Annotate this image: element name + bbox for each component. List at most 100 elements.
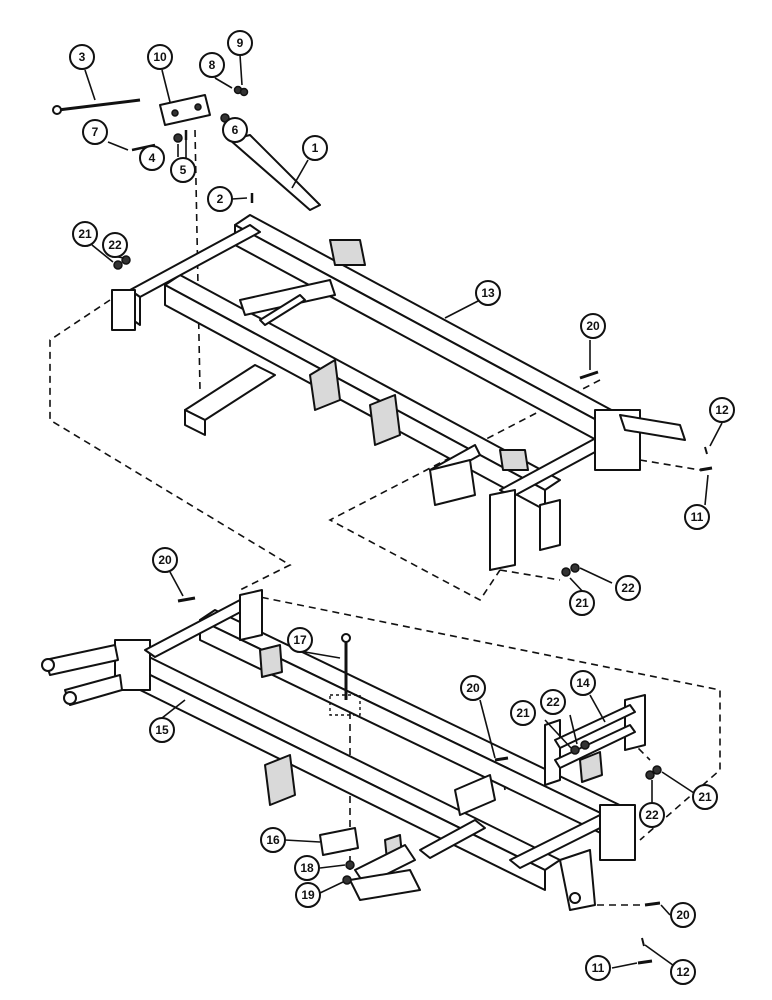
- lower-frame-bracket: [264, 754, 296, 806]
- callout-11-lower: 11: [585, 955, 611, 981]
- upper-frame-bracket-a: [309, 359, 341, 411]
- callout-12-upper: 12: [709, 397, 735, 423]
- svg-text:18: 18: [300, 861, 314, 875]
- callout-20-upper: 20: [580, 313, 606, 339]
- lower-frame-right-block: [599, 804, 636, 861]
- washer-part-18: [345, 860, 355, 870]
- callout-5: 5: [170, 157, 196, 183]
- svg-text:13: 13: [481, 286, 495, 300]
- dashed-line-pin: [194, 129, 201, 391]
- callout-20-lower: 20: [670, 902, 696, 928]
- callout-21-lower: 21: [510, 700, 536, 726]
- nut-part-21-right: [652, 765, 662, 775]
- callout-16: 16: [260, 827, 286, 853]
- dashed-line-hitch-pin: [639, 459, 701, 471]
- callout-10: 10: [147, 44, 173, 70]
- svg-text:7: 7: [92, 125, 99, 139]
- svg-text:20: 20: [676, 908, 690, 922]
- callout-11-upper: 11: [684, 504, 710, 530]
- svg-text:10: 10: [153, 50, 167, 64]
- svg-text:4: 4: [149, 151, 156, 165]
- lower-frame-15: [41, 589, 636, 911]
- upper-frame-top-lug: [329, 239, 366, 266]
- upper-frame-right-plate: [489, 489, 516, 571]
- svg-text:12: 12: [715, 403, 729, 417]
- callout-22-right: 22: [639, 802, 665, 828]
- callout-13: 13: [475, 280, 501, 306]
- pin-part-12-lower: [641, 937, 645, 947]
- svg-text:21: 21: [698, 790, 712, 804]
- dashed-line-right-inner: [328, 379, 601, 602]
- svg-text:2: 2: [217, 192, 224, 206]
- nut-part-21-left: [113, 260, 123, 270]
- pin-part-3: [57, 98, 141, 112]
- upper-frame-13: [111, 214, 686, 571]
- callout-6: 6: [222, 117, 248, 143]
- callout-21-mid: 21: [569, 590, 595, 616]
- svg-text:22: 22: [645, 808, 659, 822]
- callout-2: 2: [207, 186, 233, 212]
- callout-7: 7: [82, 119, 108, 145]
- callout-17: 17: [287, 627, 313, 653]
- callout-20-mid: 20: [460, 675, 486, 701]
- callout-22-mid: 22: [615, 575, 641, 601]
- nut-part-21-lower: [570, 745, 580, 755]
- washer-part-22-mid: [570, 563, 580, 573]
- lower-frame-hitch-arm-upper: [44, 644, 119, 676]
- dashed-line-nut: [499, 569, 561, 581]
- callout-15: 15: [149, 717, 175, 743]
- plate-part-16: [319, 827, 359, 856]
- svg-text:8: 8: [209, 58, 216, 72]
- callouts: 3 10 9 8 6 7 4 5 1 2 21 22 13 20 12 11 2…: [69, 30, 735, 985]
- svg-text:20: 20: [158, 553, 172, 567]
- callout-19: 19: [295, 882, 321, 908]
- svg-text:19: 19: [301, 888, 315, 902]
- lower-frame-right-gusset: [559, 849, 596, 911]
- svg-text:20: 20: [586, 319, 600, 333]
- svg-text:20: 20: [466, 681, 480, 695]
- upper-frame-tongue: [184, 364, 276, 421]
- lower-frame-left-block: [114, 639, 151, 691]
- callout-21-right: 21: [692, 784, 718, 810]
- svg-text:15: 15: [155, 723, 169, 737]
- bolt-part-20-lower: [644, 901, 661, 907]
- callout-1: 1: [302, 135, 328, 161]
- svg-text:5: 5: [180, 163, 187, 177]
- svg-text:21: 21: [516, 706, 530, 720]
- link-plate-part-10: [159, 94, 211, 126]
- svg-text:12: 12: [676, 965, 690, 979]
- svg-text:11: 11: [592, 961, 605, 975]
- lower-hardware: [177, 596, 662, 965]
- callout-21-upper-left: 21: [72, 221, 98, 247]
- svg-text:22: 22: [546, 695, 560, 709]
- callout-22-upper-left: 22: [102, 232, 128, 258]
- svg-text:6: 6: [232, 123, 239, 137]
- dashed-line-left-outer: [49, 299, 292, 591]
- callout-4: 4: [139, 145, 165, 171]
- washer-part-22-lower: [580, 740, 590, 750]
- bracket-part-14: [544, 694, 646, 786]
- upper-frame-bracket-b: [369, 394, 401, 446]
- svg-text:22: 22: [108, 238, 122, 252]
- pin-part-12-upper: [704, 446, 708, 455]
- bolt-part-20-mid: [494, 756, 509, 762]
- upper-frame-rear-rail: [234, 214, 631, 431]
- callout-22-lower: 22: [540, 689, 566, 715]
- nut-part-4: [173, 133, 183, 143]
- svg-text:9: 9: [237, 36, 244, 50]
- svg-text:11: 11: [691, 510, 704, 524]
- upper-frame-left-plate: [111, 289, 136, 331]
- washer-part-9: [239, 87, 249, 97]
- svg-text:1: 1: [312, 141, 319, 155]
- bolt-part-20-upper: [579, 370, 599, 380]
- bolt-part-11-upper: [699, 466, 713, 472]
- callout-9: 9: [227, 30, 253, 56]
- callout-20-left: 20: [152, 547, 178, 573]
- callout-14: 14: [570, 670, 596, 696]
- washer-part-22-right: [645, 770, 655, 780]
- svg-text:21: 21: [78, 227, 92, 241]
- svg-text:14: 14: [576, 676, 590, 690]
- callout-12-lower: 12: [670, 959, 696, 985]
- dashed-line-lower-right: [249, 594, 721, 841]
